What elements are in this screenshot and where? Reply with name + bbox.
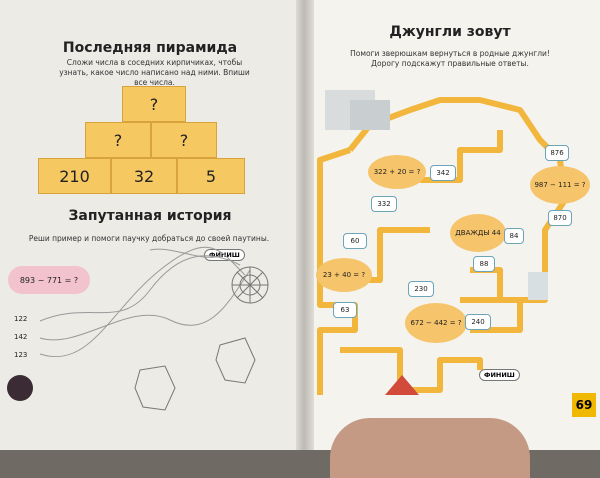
answer-box: 84 (504, 228, 524, 244)
story-title: Запутанная история (68, 208, 232, 224)
answer-box: 240 (465, 314, 491, 330)
pyramid-top-brick: ? (122, 86, 186, 122)
book-gutter (296, 0, 314, 450)
answer-option: 142 (14, 333, 28, 341)
answer-box: 876 (545, 145, 569, 161)
equation-bubble: 322 + 20 = ? (368, 155, 426, 189)
answer-box: 332 (371, 196, 397, 212)
pyramid-title: Последняя пирамида (62, 40, 238, 56)
page-number-badge: 69 (572, 393, 596, 417)
left-page (0, 0, 305, 450)
pyramid-instructions: Сложи числа в соседних кирпичиках, чтобы… (59, 58, 250, 87)
answer-box: 870 (548, 210, 572, 226)
equation-bubble: ДВАЖДЫ 44 (450, 214, 506, 252)
answer-box: 63 (333, 302, 357, 318)
pyramid-middle-brick: ? (151, 122, 217, 158)
finish-label: ФИНИШ (479, 369, 520, 381)
spider (7, 375, 33, 401)
answer-option: 123 (14, 351, 28, 359)
jungle-instructions: Дорогу подскажут правильные ответы. (371, 59, 529, 68)
equation-bubble: 987 − 111 = ? (530, 166, 590, 204)
answer-box: 342 (430, 165, 456, 181)
equation-bubble: 672 − 442 = ? (405, 303, 467, 343)
spider-web (231, 266, 269, 304)
pyramid-middle-brick: ? (85, 122, 151, 158)
jungle-title: Джунгли зовут (389, 24, 511, 40)
jungle-instructions: Помоги зверюшкам вернуться в родные джун… (350, 49, 550, 58)
tangled-paths (7, 246, 269, 411)
pyramid-bottom-brick: 210 (38, 158, 111, 194)
story-instructions: Реши пример и помоги паучку добраться до… (28, 234, 270, 243)
equation-bubble: 23 + 40 = ? (316, 258, 372, 292)
answer-box: 60 (343, 233, 367, 249)
answer-option: 122 (14, 315, 28, 323)
pyramid-bottom-brick: 32 (111, 158, 177, 194)
hand (330, 418, 530, 478)
answer-box: 230 (408, 281, 434, 297)
example-cloud: 893 − 771 = ? (8, 266, 90, 294)
pyramid-bottom-brick: 5 (177, 158, 245, 194)
answer-box: 88 (473, 256, 495, 272)
maze (317, 90, 568, 395)
